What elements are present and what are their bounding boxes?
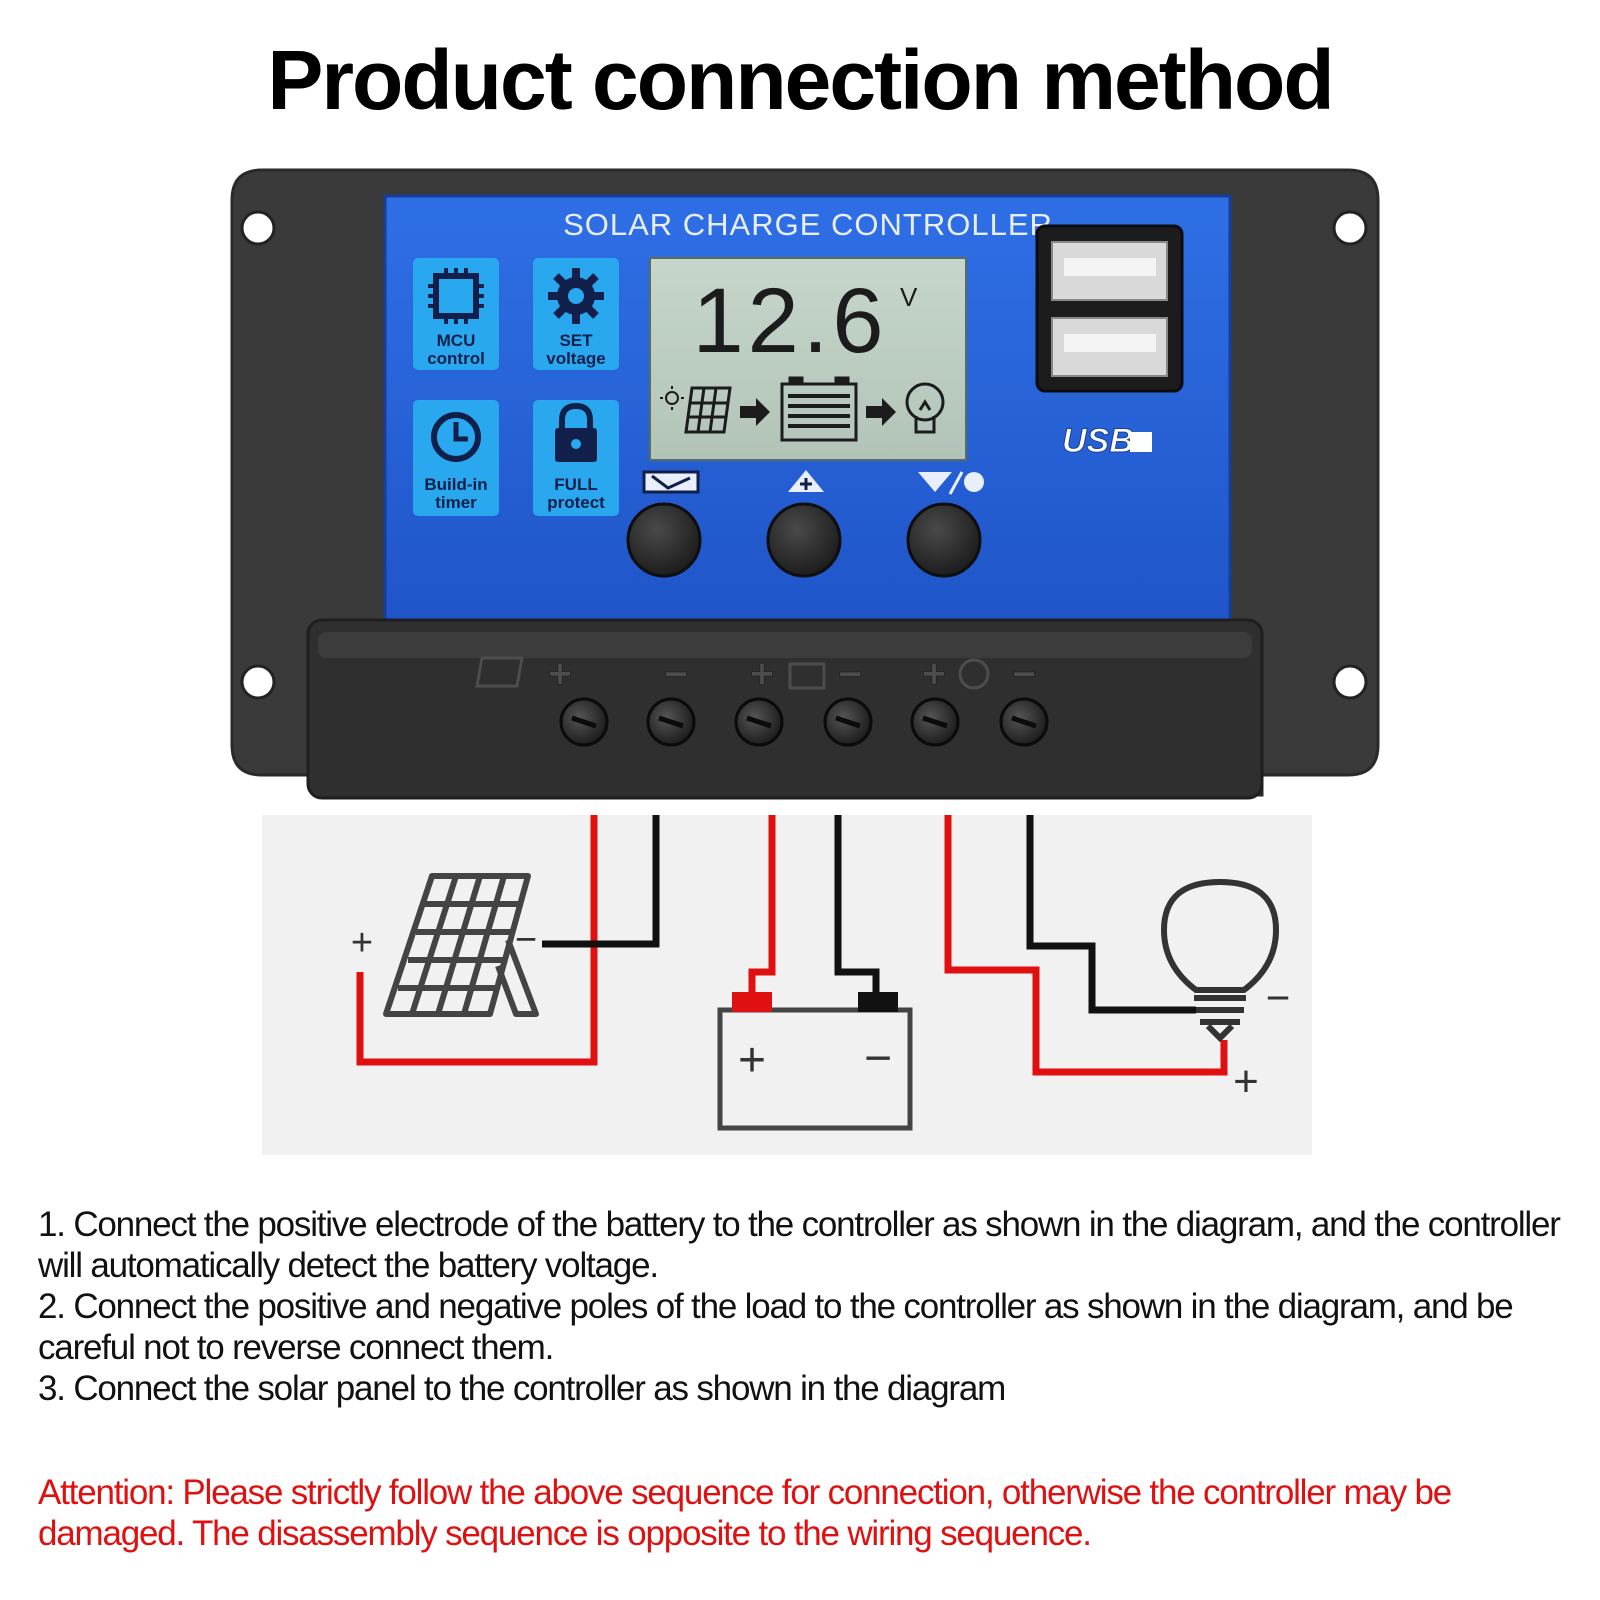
usb-port: [1035, 224, 1184, 393]
terminal-block: [306, 618, 1264, 800]
mounting-hole: [1332, 210, 1368, 246]
terminal-label-battery: + −: [749, 650, 863, 698]
feature-label: SET: [559, 331, 593, 350]
bulb-icon: [905, 382, 945, 434]
feature-label: timer: [435, 493, 477, 512]
terminal-minus-label: −: [838, 650, 863, 697]
gear-icon: [548, 268, 604, 324]
down-light-icon: [918, 471, 984, 495]
usb-label: USB: [1062, 422, 1134, 460]
instruction-step: 2. Connect the positive and negative pol…: [38, 1287, 1514, 1367]
menu-button[interactable]: [626, 502, 702, 578]
battery-plus-label: +: [738, 1034, 766, 1087]
instructions-list: 1. Connect the positive electrode of the…: [38, 1204, 1568, 1409]
lcd-display: 12.6 V: [649, 257, 967, 461]
feature-label: protect: [547, 493, 605, 512]
screw-terminal: [910, 697, 960, 747]
load-plus-label: +: [1233, 1057, 1259, 1106]
feature-tile-mcu: MCU control: [413, 258, 499, 370]
feature-label: MCU: [437, 331, 476, 350]
attention-note: Attention: Please strictly follow the ab…: [38, 1473, 1452, 1553]
terminal-label-load: + −: [921, 650, 1037, 698]
instruction-step: 3. Connect the solar panel to the contro…: [38, 1369, 1006, 1408]
arrow-icon: [740, 398, 770, 426]
load-negative-wire: [1026, 815, 1196, 1014]
terminal-minus-label: −: [664, 650, 689, 697]
terminal-plus-label: +: [548, 650, 573, 697]
feature-label: Build-in: [424, 475, 487, 494]
battery-icon: [780, 376, 858, 442]
instruction-step: 1. Connect the positive electrode of the…: [38, 1205, 1561, 1285]
battery-icon: [717, 992, 913, 1131]
terminal-label-solar: + −: [475, 650, 689, 698]
screw-terminal: [999, 697, 1049, 747]
feature-tile-set-voltage: SET voltage: [533, 258, 619, 370]
battery-positive-wire: [748, 815, 776, 992]
wiring: [356, 815, 1228, 1076]
lcd-reading: 12.6: [692, 270, 887, 372]
up-button[interactable]: [766, 502, 842, 578]
page-title: Product connection method: [267, 33, 1334, 127]
terminal-plus-label: +: [922, 650, 947, 697]
terminal-plus-label: +: [750, 650, 775, 697]
feature-tile-timer: Build-in timer: [413, 400, 499, 516]
solar-positive-wire: [356, 815, 598, 1066]
solar-panel-icon: [684, 386, 732, 434]
usb-icon: [1130, 432, 1152, 452]
panel-title: SOLAR CHARGE CONTROLLER: [563, 207, 1053, 242]
solar-plus-label: +: [351, 922, 373, 964]
mounting-hole: [240, 664, 276, 700]
menu-icon: [642, 470, 700, 494]
feature-label: FULL: [554, 475, 597, 494]
solar-panel-icon: [475, 656, 524, 688]
down-button[interactable]: [906, 502, 982, 578]
screw-terminals: [559, 697, 1049, 747]
load-minus-label: −: [1266, 974, 1291, 1021]
screw-terminal: [823, 697, 873, 747]
lcd-unit: V: [900, 282, 918, 312]
feature-label: control: [427, 349, 485, 368]
solar-minus-label: −: [515, 919, 537, 961]
screw-terminal: [734, 697, 784, 747]
feature-label: voltage: [546, 349, 606, 368]
terminal-minus-label: −: [1012, 650, 1037, 697]
mounting-hole: [240, 210, 276, 246]
battery-negative-wire: [834, 815, 880, 992]
screw-terminal: [646, 697, 696, 747]
screw-terminal: [559, 697, 609, 747]
mounting-hole: [1332, 664, 1368, 700]
charge-controller: SOLAR CHARGE CONTROLLER MCU control: [230, 168, 1380, 800]
clock-icon: [431, 412, 481, 462]
load-positive-wire: [944, 815, 1228, 1076]
sun-icon: [660, 386, 684, 410]
arrow-icon: [866, 398, 896, 426]
solar-negative-wire: [542, 815, 660, 948]
lock-icon: [555, 402, 597, 462]
battery-icon: [788, 662, 826, 690]
feature-tile-protect: FULL protect: [533, 400, 619, 516]
battery-minus-label: −: [864, 1032, 892, 1085]
bulb-icon: [958, 658, 990, 690]
bulb-icon: [1160, 878, 1280, 1043]
solar-panel-icon: [383, 873, 539, 1017]
up-arrow-icon: [788, 470, 824, 492]
